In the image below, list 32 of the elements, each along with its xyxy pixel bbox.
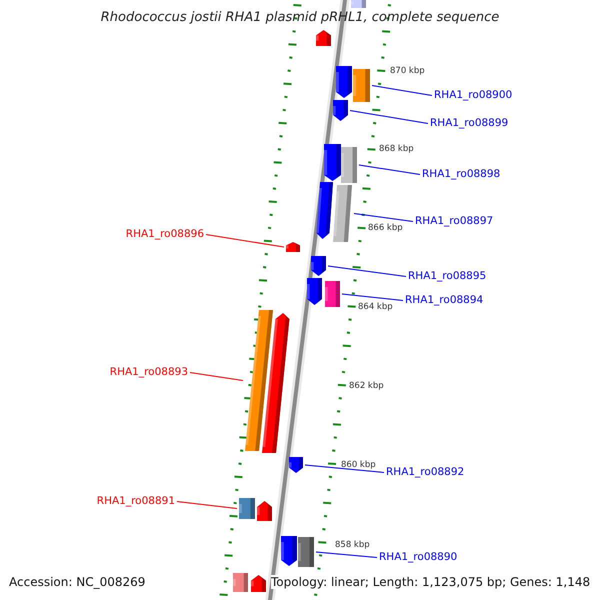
leader-line (372, 85, 432, 96)
scale-label: 860 kbp (341, 460, 376, 470)
scale-label: 862 kbp (349, 381, 384, 391)
gene-label: RHA1_ro08899 (430, 116, 508, 130)
scale-label: 864 kbp (358, 302, 393, 312)
gene-label: RHA1_ro08897 (415, 214, 494, 228)
gene-label: RHA1_ro08890 (379, 550, 458, 564)
gene-label: RHA1_ro08891 (96, 494, 175, 508)
leader-line (354, 213, 414, 222)
gene-label: RHA1_ro08894 (405, 294, 484, 306)
leader-line (342, 294, 404, 301)
sequence-summary: Topology: linear; Length: 1,123,075 bp; Genes: 1,148 (271, 575, 590, 589)
scale-label: 870 kbp (390, 66, 425, 76)
gene-label: RHA1_ro08900 (434, 88, 512, 102)
gene-label: RHA1_ro08892 (386, 466, 464, 478)
leader-line (190, 372, 244, 381)
leader-line (304, 464, 384, 473)
leader-line (206, 234, 284, 248)
gene-label: RHA1_ro08895 (408, 270, 486, 282)
leader-line (358, 164, 420, 175)
gene-label: RHA1_ro08893 (110, 366, 188, 378)
gene-label: RHA1_ro08898 (422, 168, 500, 180)
scale-label: 868 kbp (379, 144, 414, 154)
leader-line (316, 552, 378, 558)
leader-line (176, 501, 238, 509)
scale-label: 858 kbp (335, 540, 370, 550)
gene-label: RHA1_ro08896 (126, 228, 204, 240)
scale-label: 866 kbp (368, 223, 403, 233)
accession-info: Accession: NC_008269 (9, 575, 146, 589)
leader-line (350, 110, 428, 124)
map-title: Rhodococcus jostii RHA1 plasmid pRHL1, complete sequence (100, 10, 500, 25)
leader-line (328, 266, 406, 277)
